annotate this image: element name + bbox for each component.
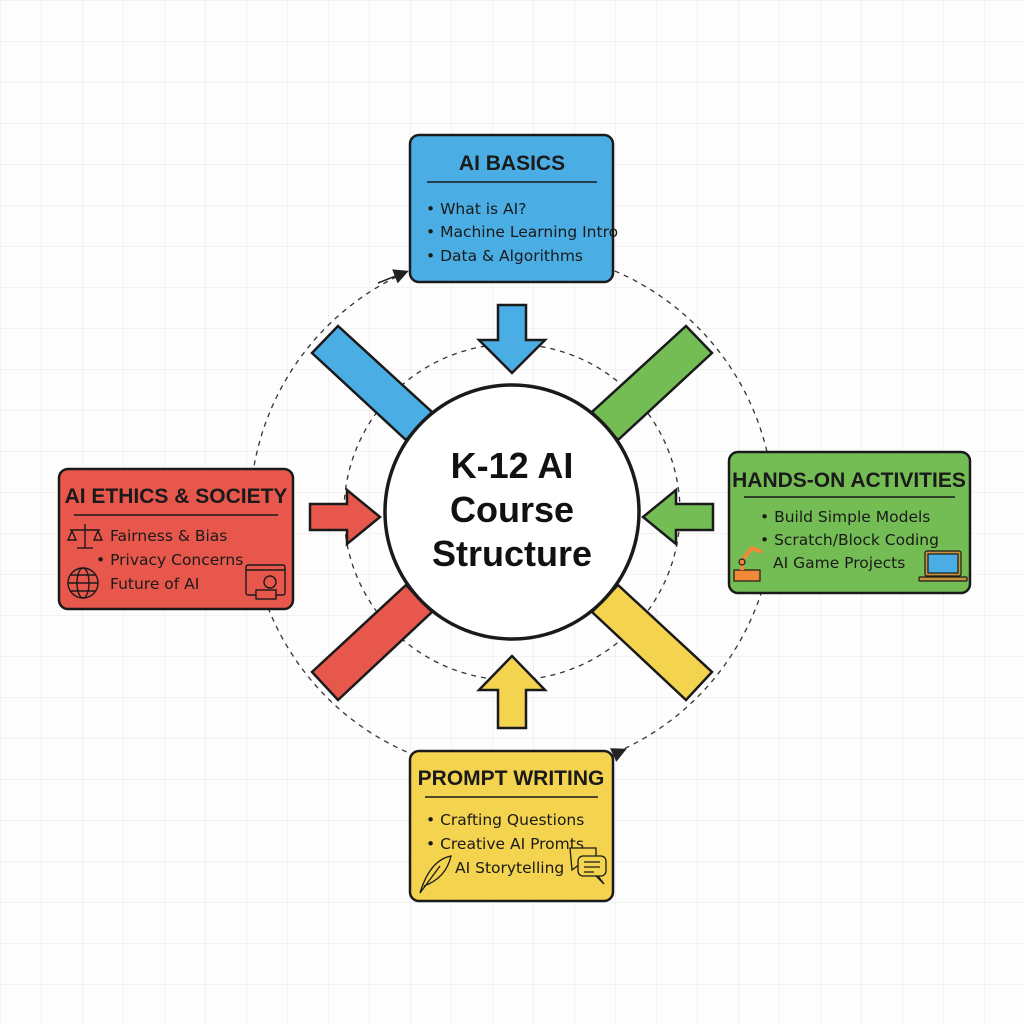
module-item: • Data & Algorithms bbox=[426, 247, 583, 265]
robot-arm-icon bbox=[733, 545, 763, 582]
center-title-line-2: Course bbox=[450, 489, 574, 530]
module-item: AI Game Projects bbox=[773, 554, 905, 572]
center-node: K-12 AI Course Structure bbox=[383, 383, 641, 641]
module-item: • Creative AI Promts bbox=[426, 835, 584, 853]
center-title-line-1: K-12 AI bbox=[451, 445, 574, 486]
module-item: • Privacy Concerns bbox=[96, 551, 243, 569]
laptop-icon bbox=[918, 550, 968, 582]
module-hands-on-activities[interactable]: HANDS-ON ACTIVITIES • Build Simple Model… bbox=[727, 450, 972, 595]
module-title: AI ETHICS & SOCIETY bbox=[65, 485, 288, 508]
arrow-from-prompt bbox=[476, 654, 548, 730]
module-item: • Scratch/Block Coding bbox=[760, 531, 939, 549]
module-item: Fairness & Bias bbox=[110, 527, 227, 545]
module-ai-basics[interactable]: AI BASICS • What is AI? • Machine Learni… bbox=[408, 133, 618, 284]
module-ai-ethics[interactable]: AI ETHICS & SOCIETY Fairness & Bias • Pr… bbox=[57, 467, 295, 611]
quill-icon bbox=[419, 855, 452, 894]
arrow-from-basics bbox=[475, 303, 549, 375]
module-prompt-writing[interactable]: PROMPT WRITING • Crafting Questions • Cr… bbox=[408, 749, 615, 903]
center-title-line-3: Structure bbox=[432, 533, 592, 574]
scales-icon bbox=[66, 524, 104, 549]
module-item: AI Storytelling bbox=[455, 859, 564, 877]
module-title: PROMPT WRITING bbox=[418, 767, 605, 790]
cycle-arrowhead-top bbox=[377, 269, 409, 284]
module-item: • Build Simple Models bbox=[760, 508, 930, 526]
globe-icon bbox=[67, 567, 99, 599]
arrow-from-hands-on bbox=[641, 487, 715, 547]
module-item: Future of AI bbox=[110, 575, 199, 593]
module-title: AI BASICS bbox=[459, 152, 565, 175]
chat-bubbles-icon bbox=[569, 847, 607, 885]
arrow-from-ethics bbox=[308, 487, 382, 547]
privacy-screen-icon bbox=[245, 564, 286, 600]
module-item: • Machine Learning Intro bbox=[426, 223, 618, 241]
module-title: HANDS-ON ACTIVITIES bbox=[732, 469, 966, 492]
module-item: • Crafting Questions bbox=[426, 811, 584, 829]
module-item: • What is AI? bbox=[426, 200, 526, 218]
